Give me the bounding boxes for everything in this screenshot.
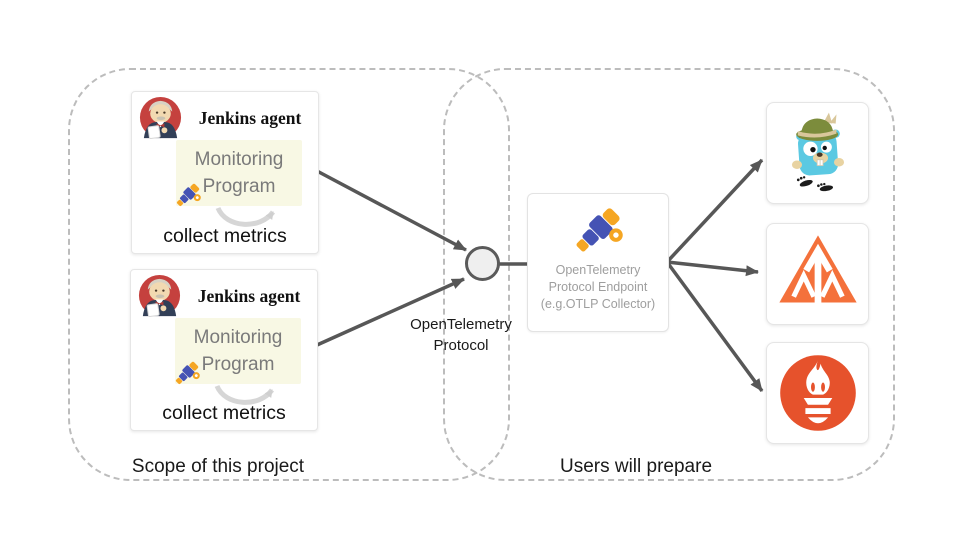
program-label-line2: Program [201, 354, 275, 375]
zipkin-backend-card [766, 223, 869, 325]
users-will-prepare-group [443, 68, 895, 481]
prometheus-backend-card [766, 342, 869, 444]
arrow-endpoint-to-zipkin [666, 260, 759, 277]
arrow-endpoint-to-jaeger [665, 158, 764, 264]
opentelemetry-protocol-label: OpenTelemetry Protocol [391, 314, 531, 356]
endpoint-label-line1: OpenTelemetry [555, 263, 641, 277]
users-group-label: Users will prepare [559, 456, 713, 477]
jaeger-logo [791, 112, 844, 192]
agent-title: Jenkins agent [198, 108, 302, 128]
arrow-endpoint-to-prometheus [665, 260, 764, 393]
telescope-icon [175, 361, 200, 385]
prometheus-logo [779, 355, 856, 431]
monitoring-program-node: Monitoring Program [175, 318, 301, 385]
agent-title: Jenkins agent [197, 286, 301, 306]
telescope-icon [576, 208, 623, 252]
telescope-icon [176, 183, 201, 207]
scope-of-project-group [68, 68, 510, 481]
arrow-agent2-to-circle [316, 277, 465, 347]
loop-arrow-icon [214, 384, 275, 405]
jenkins-avatar-icon [139, 96, 182, 140]
monitoring-program-node: Monitoring Program [176, 140, 302, 207]
zipkin-logo [778, 235, 857, 313]
jenkins-avatar-icon [138, 274, 181, 318]
protocol-label-line1: OpenTelemetry [410, 316, 512, 333]
program-label-line1: Monitoring [193, 327, 283, 348]
jenkins-agent-card-2: Jenkins agent Monitoring Program [130, 269, 318, 431]
collect-metrics-label: collect metrics [163, 225, 287, 247]
protocol-label-line2: Protocol [433, 337, 489, 354]
loop-arrow-icon [215, 206, 276, 227]
endpoint-label-line2: Protocol Endpoint [548, 280, 648, 294]
collect-metrics-label: collect metrics [162, 402, 286, 424]
program-label-line1: Monitoring [194, 149, 284, 170]
program-label-line2: Program [202, 176, 276, 197]
endpoint-label-line3: (e.g.OTLP Collector) [540, 297, 656, 311]
otlp-endpoint-card: OpenTelemetry Protocol Endpoint (e.g.OTL… [527, 193, 669, 332]
protocol-junction-node [465, 246, 500, 281]
arrow-agent1-to-circle [316, 169, 467, 252]
scope-group-label: Scope of this project [131, 456, 305, 477]
jaeger-backend-card [766, 102, 869, 204]
jenkins-agent-card-1: Jenkins agent Monitoring Program [131, 91, 319, 254]
